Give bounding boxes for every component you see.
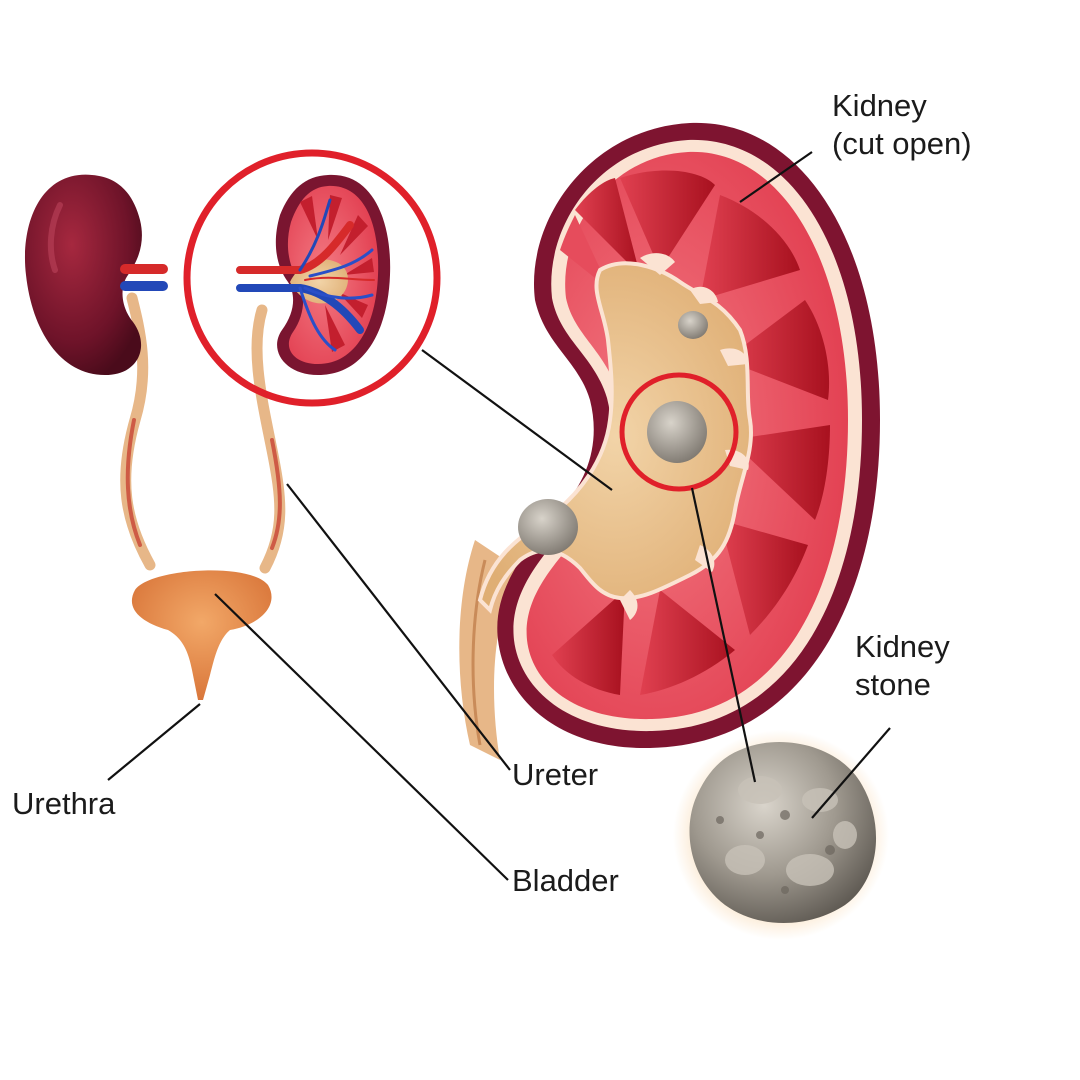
leader-kidney: [739, 151, 813, 203]
leader-urethra: [107, 703, 201, 781]
left-ureter-redline: [125, 418, 142, 547]
label-kidney-cut-open: Kidney (cut open): [832, 87, 972, 163]
left-kidney-group: [24, 174, 168, 571]
stone-highlight-circle: [619, 372, 739, 492]
left-vein: [120, 281, 168, 291]
big-ureter-stripe: [471, 559, 487, 746]
leader-stone: [690, 487, 757, 783]
bladder-shape: [131, 570, 272, 700]
small-cut-kidney-group: [236, 174, 391, 574]
small-kidney-highlight-circle: [183, 149, 441, 407]
left-artery: [120, 264, 168, 274]
label-bladder: Bladder: [512, 863, 619, 898]
label-kidney-line2: (cut open): [832, 126, 972, 161]
big-kidney-pyramids: [552, 170, 830, 695]
leader-ureter: [286, 483, 511, 771]
small-kidney-vessels: [236, 198, 375, 352]
big-cut-kidney-group: [459, 122, 880, 760]
small-stone-center: [647, 401, 707, 463]
label-stone-line1: Kidney: [855, 629, 950, 664]
right-ureter-redline: [270, 438, 282, 550]
kidney-highlight: [47, 202, 63, 273]
leader-lines: [107, 151, 891, 881]
label-kidney-stone: Kidney stone: [855, 628, 950, 704]
stones-in-kidney: [518, 311, 708, 555]
whole-kidney-icon: [24, 174, 142, 375]
leader-bladder: [214, 593, 509, 881]
kidney-stone-icon: [673, 730, 889, 940]
label-kidney-line1: Kidney: [832, 88, 927, 123]
label-stone-line2: stone: [855, 667, 931, 702]
leader-zoom: [421, 349, 613, 491]
bladder-group: [131, 570, 272, 700]
small-stone-upper: [678, 311, 708, 339]
label-urethra: Urethra: [12, 786, 116, 821]
leader-kidney-stone: [811, 727, 891, 819]
label-ureter: Ureter: [512, 757, 599, 792]
small-stone-lower: [518, 499, 578, 555]
